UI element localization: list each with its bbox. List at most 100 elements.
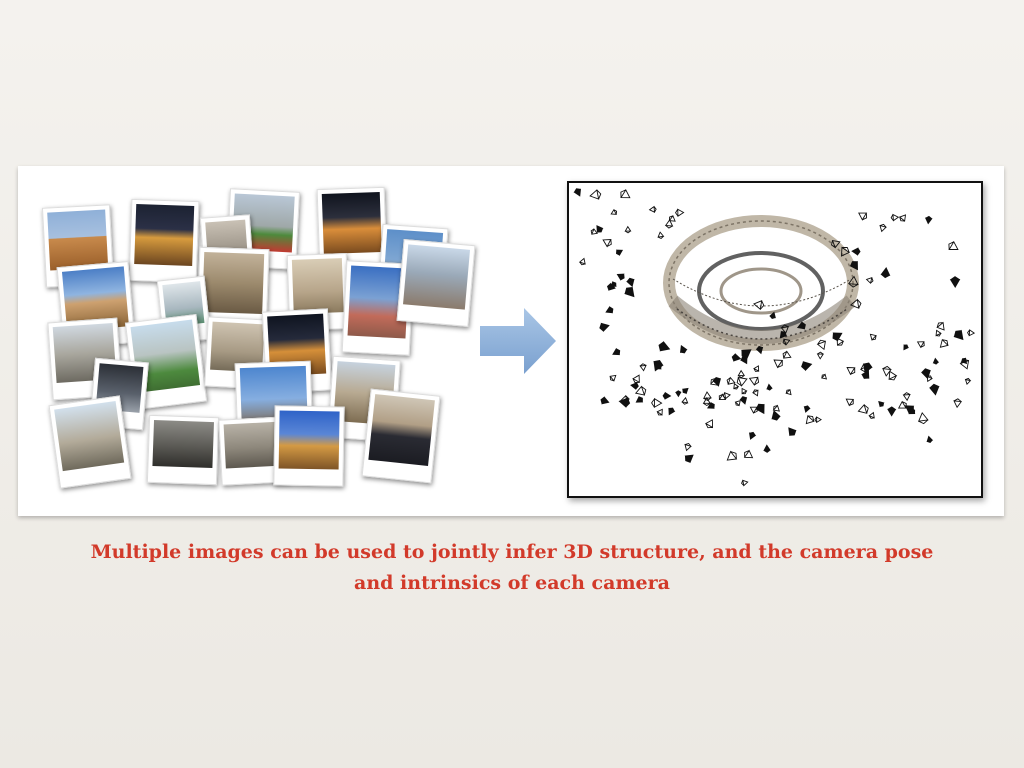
point-cloud xyxy=(573,188,976,487)
camera-frustum-icon xyxy=(651,397,663,409)
camera-frustum-icon xyxy=(675,390,682,398)
camera-frustum-icon xyxy=(831,239,841,249)
caption-line-2: and intrinsics of each camera xyxy=(354,572,670,594)
camera-frustum-icon xyxy=(865,277,874,285)
camera-frustum-icon xyxy=(681,387,689,395)
camera-frustum-icon xyxy=(849,260,858,271)
photo xyxy=(128,198,200,284)
camera-frustum-icon xyxy=(639,363,647,372)
camera-frustum-icon xyxy=(753,300,765,311)
camera-frustum-icon xyxy=(656,408,663,416)
slide-caption: Multiple images can be used to jointly i… xyxy=(40,537,984,599)
camera-frustum-icon xyxy=(573,188,582,197)
camera-frustum-icon xyxy=(681,396,689,405)
camera-frustum-icon xyxy=(743,449,754,459)
caption-line-1: Multiple images can be used to jointly i… xyxy=(90,541,934,563)
camera-frustum-icon xyxy=(634,385,647,396)
camera-frustum-icon xyxy=(832,332,843,342)
camera-frustum-icon xyxy=(888,370,898,381)
camera-frustum-icon xyxy=(726,450,738,461)
camera-frustum-icon xyxy=(668,214,676,222)
camera-frustum-icon xyxy=(904,405,915,414)
camera-frustum-icon xyxy=(773,359,784,369)
camera-frustum-icon xyxy=(869,333,877,341)
camera-frustum-group xyxy=(573,188,976,487)
camera-frustum-icon xyxy=(624,286,635,298)
camera-frustum-icon xyxy=(836,337,845,346)
camera-frustum-icon xyxy=(847,275,859,288)
camera-frustum-icon xyxy=(929,383,940,396)
camera-frustum-icon xyxy=(903,344,910,351)
camera-frustum-icon xyxy=(653,360,664,372)
camera-frustum-icon xyxy=(684,442,692,452)
reconstruction-view xyxy=(567,181,983,498)
camera-frustum-icon xyxy=(782,350,792,359)
camera-frustum-icon xyxy=(620,188,631,199)
camera-frustum-icon xyxy=(890,213,900,222)
camera-frustum-icon xyxy=(600,396,610,405)
camera-frustum-icon xyxy=(902,392,911,402)
camera-frustum-icon xyxy=(748,431,757,440)
camera-frustum-icon xyxy=(879,223,887,233)
camera-frustum-icon xyxy=(630,382,639,390)
camera-frustum-icon xyxy=(752,389,759,397)
camera-frustum-icon xyxy=(868,411,875,419)
camera-frustum-icon xyxy=(722,391,731,400)
camera-frustum-icon xyxy=(610,208,618,215)
camera-frustum-icon xyxy=(748,376,760,386)
camera-frustum-icon xyxy=(596,225,604,233)
camera-frustum-icon xyxy=(736,376,748,387)
photo xyxy=(48,395,132,489)
photo xyxy=(361,388,441,484)
camera-frustum-icon xyxy=(733,383,740,390)
camera-frustum-icon xyxy=(755,345,764,355)
camera-frustum-icon xyxy=(898,214,907,222)
camera-frustum-icon xyxy=(814,416,822,424)
camera-frustum-icon xyxy=(935,329,942,337)
camera-frustum-icon xyxy=(878,400,885,408)
camera-frustum-icon xyxy=(803,405,811,413)
camera-frustum-icon xyxy=(859,364,869,375)
camera-frustum-icon xyxy=(926,435,934,443)
camera-frustum-icon xyxy=(845,398,855,407)
camera-frustum-icon xyxy=(766,383,773,391)
camera-frustum-icon xyxy=(755,403,765,415)
camera-frustum-icon xyxy=(609,280,617,288)
camera-frustum-icon xyxy=(820,373,828,380)
camera-frustum-icon xyxy=(712,376,722,387)
camera-frustum-icon xyxy=(731,353,742,362)
camera-frustum-icon xyxy=(662,391,672,400)
camera-frustum-icon xyxy=(926,375,933,383)
camera-frustum-icon xyxy=(858,212,868,221)
camera-frustum-icon xyxy=(664,219,674,229)
camera-frustum-icon xyxy=(648,205,657,213)
camera-frustum-icon xyxy=(612,347,621,356)
camera-frustum-icon xyxy=(816,339,826,351)
camera-frustum-icon xyxy=(948,240,959,250)
camera-frustum-icon xyxy=(846,367,856,376)
photo-collage xyxy=(38,182,476,502)
camera-frustum-icon xyxy=(726,376,736,385)
camera-frustum-icon xyxy=(702,397,711,407)
camera-frustum-icon xyxy=(932,357,940,365)
camera-frustum-icon xyxy=(658,340,671,352)
photo xyxy=(396,239,476,327)
camera-frustum-icon xyxy=(734,400,741,407)
figure-panel xyxy=(18,166,1004,516)
camera-frustum-icon xyxy=(589,189,602,200)
camera-frustum-icon xyxy=(635,395,644,403)
camera-frustum-icon xyxy=(851,247,861,256)
camera-frustum-icon xyxy=(788,427,797,437)
camera-frustum-icon xyxy=(578,257,586,266)
photo xyxy=(146,414,220,486)
camera-frustum-icon xyxy=(668,407,676,416)
camera-frustum-icon xyxy=(626,277,635,288)
camera-frustum-icon xyxy=(741,349,752,359)
camera-frustum-icon xyxy=(769,311,776,320)
camera-frustum-icon xyxy=(816,351,825,360)
camera-frustum-icon xyxy=(599,322,610,333)
camera-frustum-icon xyxy=(707,401,715,409)
camera-frustum-icon xyxy=(739,396,748,405)
camera-frustum-icon xyxy=(959,358,970,370)
photo xyxy=(273,405,345,487)
